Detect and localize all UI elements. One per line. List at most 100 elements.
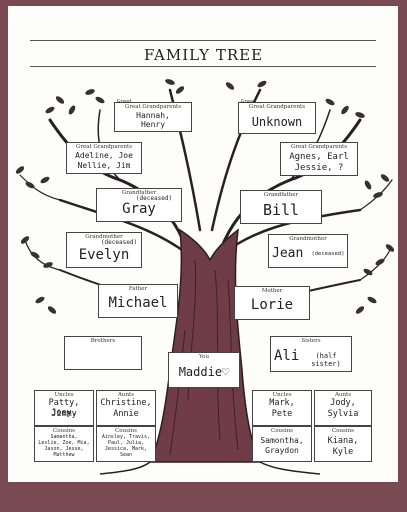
sister-name: Ali [274, 348, 300, 364]
leaf [355, 112, 365, 118]
great-grandparents-box-3[interactable]: Great Grandparents Adeline, Joe Nellie, … [66, 142, 142, 174]
sisters-box[interactable]: Sisters Ali (half sister) [270, 336, 352, 372]
uncles-box-1[interactable]: Uncles Patty, Joey, Jimmy [34, 390, 94, 426]
box-label: Great Grandparents [290, 144, 348, 150]
uncles-box-2[interactable]: Uncles Mark, Pete [252, 390, 312, 426]
leaf [355, 306, 365, 314]
grandfather-name: Gray [122, 201, 156, 217]
great-grandparents-box-4[interactable]: Great Grandparents Agnes, Earl Jessie, ? [280, 142, 358, 176]
names-line-1: Unknown [251, 115, 303, 129]
box-label: Cousins [331, 428, 354, 434]
names-line-2: Nellie, Jim [77, 161, 131, 170]
leaf [225, 82, 235, 90]
bark-line [214, 269, 221, 441]
brothers-box[interactable]: Brothers [64, 336, 142, 370]
cousins-box-2[interactable]: Cousins Ainsley, Travis, Paul, Julia, Je… [96, 426, 156, 462]
box-label: Grandmother [85, 234, 123, 240]
bark-line [169, 329, 186, 456]
branch [19, 174, 61, 201]
box-label: Uncles [54, 392, 74, 398]
box-label: Mother [261, 288, 283, 294]
leaf [341, 105, 349, 115]
grandfather-box-1[interactable]: Grandfather (deceased) Gray [96, 188, 182, 222]
leaf [47, 306, 57, 314]
grandfather-box-2[interactable]: Grandfather Bill [240, 190, 322, 224]
box-label: Uncles [272, 392, 292, 398]
names-line-1: Adeline, Joe [75, 151, 133, 160]
box-label: Cousins [52, 428, 75, 434]
cousins-line: Leslie, Zoe, Mia, [38, 440, 90, 446]
father-name: Michael [108, 295, 168, 311]
cousins-line: Paul, Julia, [107, 440, 145, 446]
grandfather-name: Bill [262, 201, 300, 219]
cousins-line: Graydon [265, 446, 299, 455]
grandmother-box-2[interactable]: Grandmother Jean (deceased) [268, 234, 348, 268]
grandmother-name: Evelyn [78, 247, 130, 263]
cousins-box-1[interactable]: Cousins Samantha, Leslie, Zoe, Mia, Jaso… [34, 426, 94, 462]
cousins-box-4[interactable]: Cousins Kiana, Kyle [314, 426, 372, 462]
roots [99, 461, 321, 475]
cousins-line: Jessica, Mark, [104, 446, 148, 452]
you-name: Maddie♡ [178, 365, 230, 379]
box-label: Great Grandparents [248, 104, 306, 110]
leaf [15, 166, 25, 174]
leaf [367, 296, 377, 304]
cousins-line: Kiana, [327, 436, 359, 446]
cousins-line: Sean [119, 452, 133, 458]
cousins-line: Kyle [332, 447, 354, 457]
father-box[interactable]: Father Michael [98, 284, 178, 318]
trunk [148, 228, 262, 463]
leaf [175, 86, 185, 94]
leaf [40, 176, 50, 184]
grandmother-name: Jean [272, 246, 304, 261]
names-line-2: Sylvia [327, 409, 359, 419]
names-line-1: Christine, [100, 398, 152, 408]
half-sister-note: (half sister) [311, 352, 341, 368]
you-box[interactable]: You Maddie♡ [168, 352, 240, 388]
box-label: Grandmother [289, 236, 327, 242]
leaf [85, 89, 95, 95]
great-grandparents-box-1[interactable]: Great Grandparents Great Hannah, Henry [114, 99, 192, 132]
page-title: FAMILY TREE [143, 46, 264, 64]
deceased-note: (deceased) [311, 251, 345, 257]
great-mark: Great [117, 99, 133, 105]
leaf [165, 79, 175, 85]
mother-name: Lorie [250, 297, 294, 313]
cousins-line: Matthew [53, 452, 75, 458]
cousins-box-3[interactable]: Cousins Samontha, Graydon [252, 426, 312, 462]
leaf [257, 80, 267, 88]
aunts-box-1[interactable]: Aunts Christine, Annie [96, 390, 156, 426]
grandmother-box-1[interactable]: Grandmother (deceased) Evelyn [66, 232, 142, 268]
deceased-note: (deceased) [135, 195, 173, 202]
names-line-1: Patty, Joey, [48, 398, 80, 418]
box-label: You [198, 354, 209, 360]
cousins-line: Samontha, [260, 436, 304, 445]
leaf [363, 268, 373, 276]
great-mark: Great [241, 99, 257, 105]
names-line-1: Mark, [269, 398, 295, 408]
aunts-box-2[interactable]: Aunts Jody, Sylvia [314, 390, 372, 426]
bottom-band [0, 484, 407, 512]
box-label: Cousins [270, 428, 293, 434]
box-label: Aunts [334, 392, 352, 398]
leaf [43, 262, 53, 268]
leaf [385, 244, 395, 252]
box-label: Grandfather [121, 190, 157, 196]
box-label: Sisters [301, 338, 321, 344]
leaf [25, 181, 35, 189]
names-line-2: Annie [113, 409, 139, 419]
leaf [95, 96, 105, 104]
box-label: Great Grandparents [124, 104, 182, 110]
title-rule [30, 66, 376, 67]
leaf [55, 96, 65, 104]
leaf [30, 251, 40, 259]
great-grandparents-box-2[interactable]: Great Grandparents Great Unknown [238, 99, 316, 134]
box-label: Brothers [90, 338, 116, 344]
leaf [325, 98, 335, 106]
names-line-1: Hannah, [136, 111, 170, 120]
mother-box[interactable]: Mother Lorie [234, 286, 310, 320]
leaf [35, 296, 45, 304]
leaf [20, 236, 30, 244]
leaf [45, 106, 55, 114]
